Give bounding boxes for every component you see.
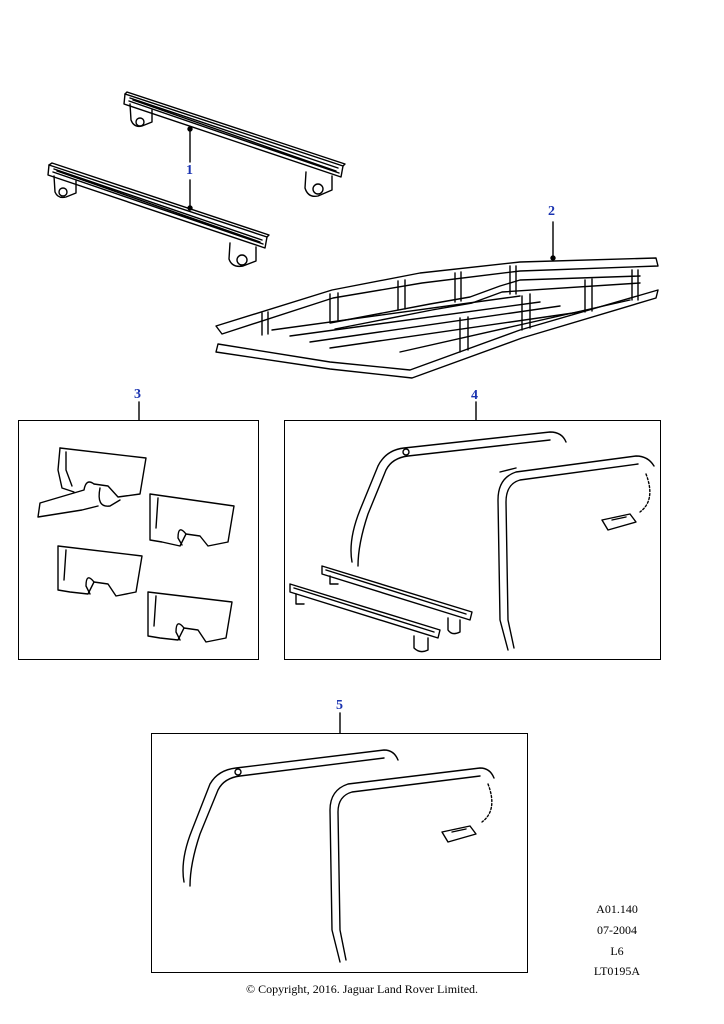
callout-5[interactable]: 5 [336,698,343,713]
roof-bar-lower[interactable] [47,162,270,268]
callout-3[interactable]: 3 [134,387,141,402]
callout-4[interactable]: 4 [471,388,478,403]
cross-bar-4a[interactable] [321,565,473,635]
side-rail-right-4[interactable] [497,455,655,651]
foot-kit-part-a[interactable] [37,447,147,518]
roof-bar-upper[interactable] [123,91,346,198]
side-rail-left-5[interactable] [182,749,399,887]
leader-2 [550,221,556,261]
leader-1 [187,126,193,211]
roof-basket[interactable] [215,257,659,379]
illustration-number: LT0195A [593,964,641,978]
side-rail-right-5[interactable] [329,767,495,963]
reference-date: 07-2004 [597,923,637,937]
callout-1[interactable]: 1 [186,163,193,178]
kit-5-frame [151,733,528,973]
copyright-notice: © Copyright, 2016. Jaguar Land Rover Lim… [245,982,479,996]
clip-4[interactable] [601,473,651,531]
callout-2[interactable]: 2 [548,204,555,219]
kit-4-frame [284,420,661,660]
foot-kit-part-d[interactable] [147,591,233,643]
kit-3-frame [18,420,259,660]
foot-kit-part-b[interactable] [149,493,235,547]
clip-5[interactable] [441,783,493,843]
reference-number: A01.140 [596,902,638,916]
reference-code: L6 [610,944,624,958]
side-rail-left-4[interactable] [350,431,567,567]
cross-bar-4b[interactable] [289,583,441,653]
foot-kit-part-c[interactable] [57,545,143,597]
